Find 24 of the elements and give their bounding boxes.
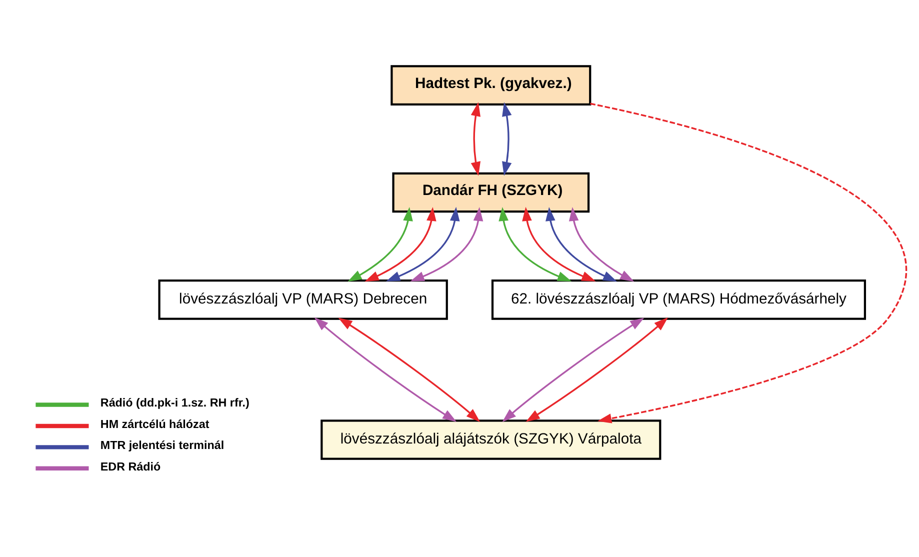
arrow (338, 317, 480, 422)
arrow (526, 316, 668, 422)
arrow (502, 102, 512, 176)
arrow (348, 206, 413, 282)
node-box: lövészzászlóalj VP (MARS) Debrecen (158, 279, 448, 320)
node-box: Dandár FH (SZGYK) (392, 172, 590, 212)
node-box: 62. lövészzászlóalj VP (MARS) Hódmezővásárhely (491, 279, 866, 320)
legend-label: HM zártcélú hálózat (100, 417, 210, 430)
node-box: lövészzászlóalj alájátszók (SZGYK) Várpalota (320, 419, 662, 460)
node-box: Hadtest Pk. (gyakvez.) (390, 64, 592, 105)
arrow (364, 206, 436, 282)
arrow (546, 206, 618, 282)
legend-label: EDR Rádió (100, 460, 161, 473)
arrow (498, 206, 572, 281)
arrow (522, 206, 596, 281)
arrow (410, 206, 484, 281)
arrow (590, 102, 906, 423)
arrow (314, 316, 457, 422)
arrow (386, 206, 460, 281)
arrow (470, 102, 481, 176)
legend-label: Rádió (dd.pk-i 1.sz. RH rfr.) (100, 396, 250, 410)
arrow (502, 317, 644, 422)
arrow (568, 206, 634, 282)
legend-label: MTR jelentési terminál (100, 438, 224, 452)
